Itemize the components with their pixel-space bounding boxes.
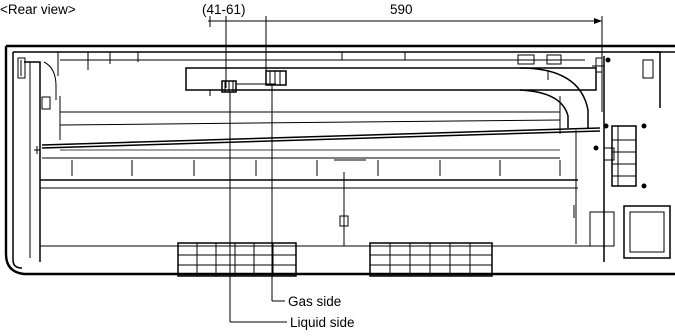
unit-housing xyxy=(4,44,675,276)
liquid-side-label: Liquid side xyxy=(290,315,355,330)
top-strip xyxy=(57,52,585,76)
pipe-offset-dimension: (41-61) xyxy=(202,2,246,17)
view-label: <Rear view> xyxy=(0,2,76,17)
gas-port xyxy=(265,70,287,86)
leader-lines xyxy=(229,85,287,323)
bottom-grille-left xyxy=(177,242,297,277)
right-end-bracket xyxy=(589,51,671,262)
body-ticks xyxy=(71,159,561,176)
pipe-bend xyxy=(519,67,589,128)
lower-panel xyxy=(40,130,590,247)
dimension-lines xyxy=(208,16,603,112)
bottom-grille-right xyxy=(369,242,493,277)
gas-side-label: Gas side xyxy=(288,294,341,309)
liquid-port xyxy=(221,80,237,93)
louver-band xyxy=(41,96,601,159)
right-offset-dimension: 590 xyxy=(390,2,413,17)
